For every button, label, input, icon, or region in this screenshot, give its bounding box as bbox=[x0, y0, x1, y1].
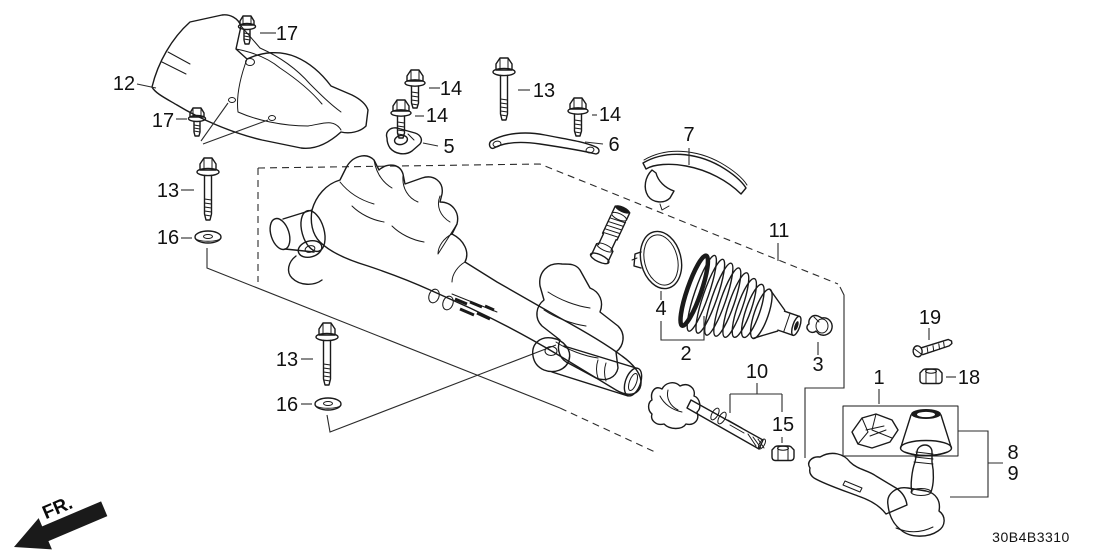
pinion-input-shaft bbox=[589, 205, 631, 265]
callout-8[interactable]: 8 bbox=[1007, 442, 1018, 464]
flange-bolt-13-top bbox=[492, 57, 516, 121]
heat-shield-plate bbox=[151, 14, 369, 149]
flange-bolt-13-left bbox=[196, 157, 220, 221]
flange-bolt-13-bottom bbox=[315, 322, 339, 386]
rack-tube-label-marks bbox=[451, 293, 498, 321]
callout-17-top[interactable]: 17 bbox=[276, 23, 298, 45]
dust-seal-boot bbox=[899, 409, 953, 457]
callout-17-left[interactable]: 17 bbox=[152, 110, 174, 132]
separator-plate bbox=[642, 150, 748, 211]
steering-boot bbox=[678, 253, 802, 340]
boot-band-ring bbox=[631, 230, 683, 290]
outer-tie-rod-end bbox=[808, 444, 945, 537]
callout-labels: 17 12 17 14 14 13 14 5 6 7 13 16 11 4 2 … bbox=[113, 23, 1019, 485]
callout-10[interactable]: 10 bbox=[746, 361, 768, 383]
callout-4[interactable]: 4 bbox=[655, 298, 666, 320]
callout-leader-lines bbox=[136, 32, 1003, 498]
callout-11[interactable]: 11 bbox=[769, 220, 790, 242]
steering-gear-box bbox=[269, 155, 643, 397]
front-arrow-icon bbox=[14, 501, 108, 550]
callout-13-top[interactable]: 13 bbox=[533, 80, 555, 102]
callout-19[interactable]: 19 bbox=[919, 307, 941, 329]
flange-bolt-14-c bbox=[567, 97, 589, 137]
callout-14-b[interactable]: 14 bbox=[426, 105, 448, 127]
assembly-reference-lines bbox=[206, 163, 845, 458]
callout-1[interactable]: 1 bbox=[873, 367, 884, 389]
callout-13-bottom[interactable]: 13 bbox=[276, 349, 298, 371]
callout-15[interactable]: 15 bbox=[772, 414, 794, 436]
washer-16-bottom bbox=[314, 397, 342, 411]
callout-12[interactable]: 12 bbox=[113, 73, 135, 95]
callout-14-a[interactable]: 14 bbox=[440, 78, 462, 100]
inner-tie-rod bbox=[647, 382, 766, 450]
stay-strip bbox=[488, 132, 600, 155]
callout-3[interactable]: 3 bbox=[812, 354, 823, 376]
flange-bolt-17-left bbox=[187, 107, 207, 137]
callout-16-left[interactable]: 16 bbox=[157, 227, 179, 249]
tie-rod-end-kit-box bbox=[842, 405, 959, 457]
diagram-code: 30B4B3310 bbox=[992, 529, 1070, 545]
grease-packet bbox=[851, 413, 899, 449]
flange-bolt-14-a bbox=[404, 69, 426, 109]
washer-16-left bbox=[194, 230, 222, 244]
front-direction-marker: FR. bbox=[14, 493, 108, 550]
set-screw-19 bbox=[912, 338, 953, 358]
clamp-bracket bbox=[385, 127, 423, 155]
callout-13-left[interactable]: 13 bbox=[157, 180, 179, 202]
callout-14-c[interactable]: 14 bbox=[599, 104, 621, 126]
callout-7[interactable]: 7 bbox=[683, 124, 694, 146]
callout-16-bottom[interactable]: 16 bbox=[276, 394, 298, 416]
rack-end-nut-15 bbox=[771, 445, 795, 462]
callout-5[interactable]: 5 bbox=[443, 136, 454, 158]
boot-clip bbox=[806, 314, 833, 336]
flange-bolt-14-b bbox=[390, 99, 412, 139]
callout-18[interactable]: 18 bbox=[958, 367, 980, 389]
callout-2[interactable]: 2 bbox=[680, 343, 691, 365]
castle-nut-18 bbox=[919, 368, 943, 385]
callout-9[interactable]: 9 bbox=[1007, 463, 1018, 485]
callout-6[interactable]: 6 bbox=[608, 134, 619, 156]
